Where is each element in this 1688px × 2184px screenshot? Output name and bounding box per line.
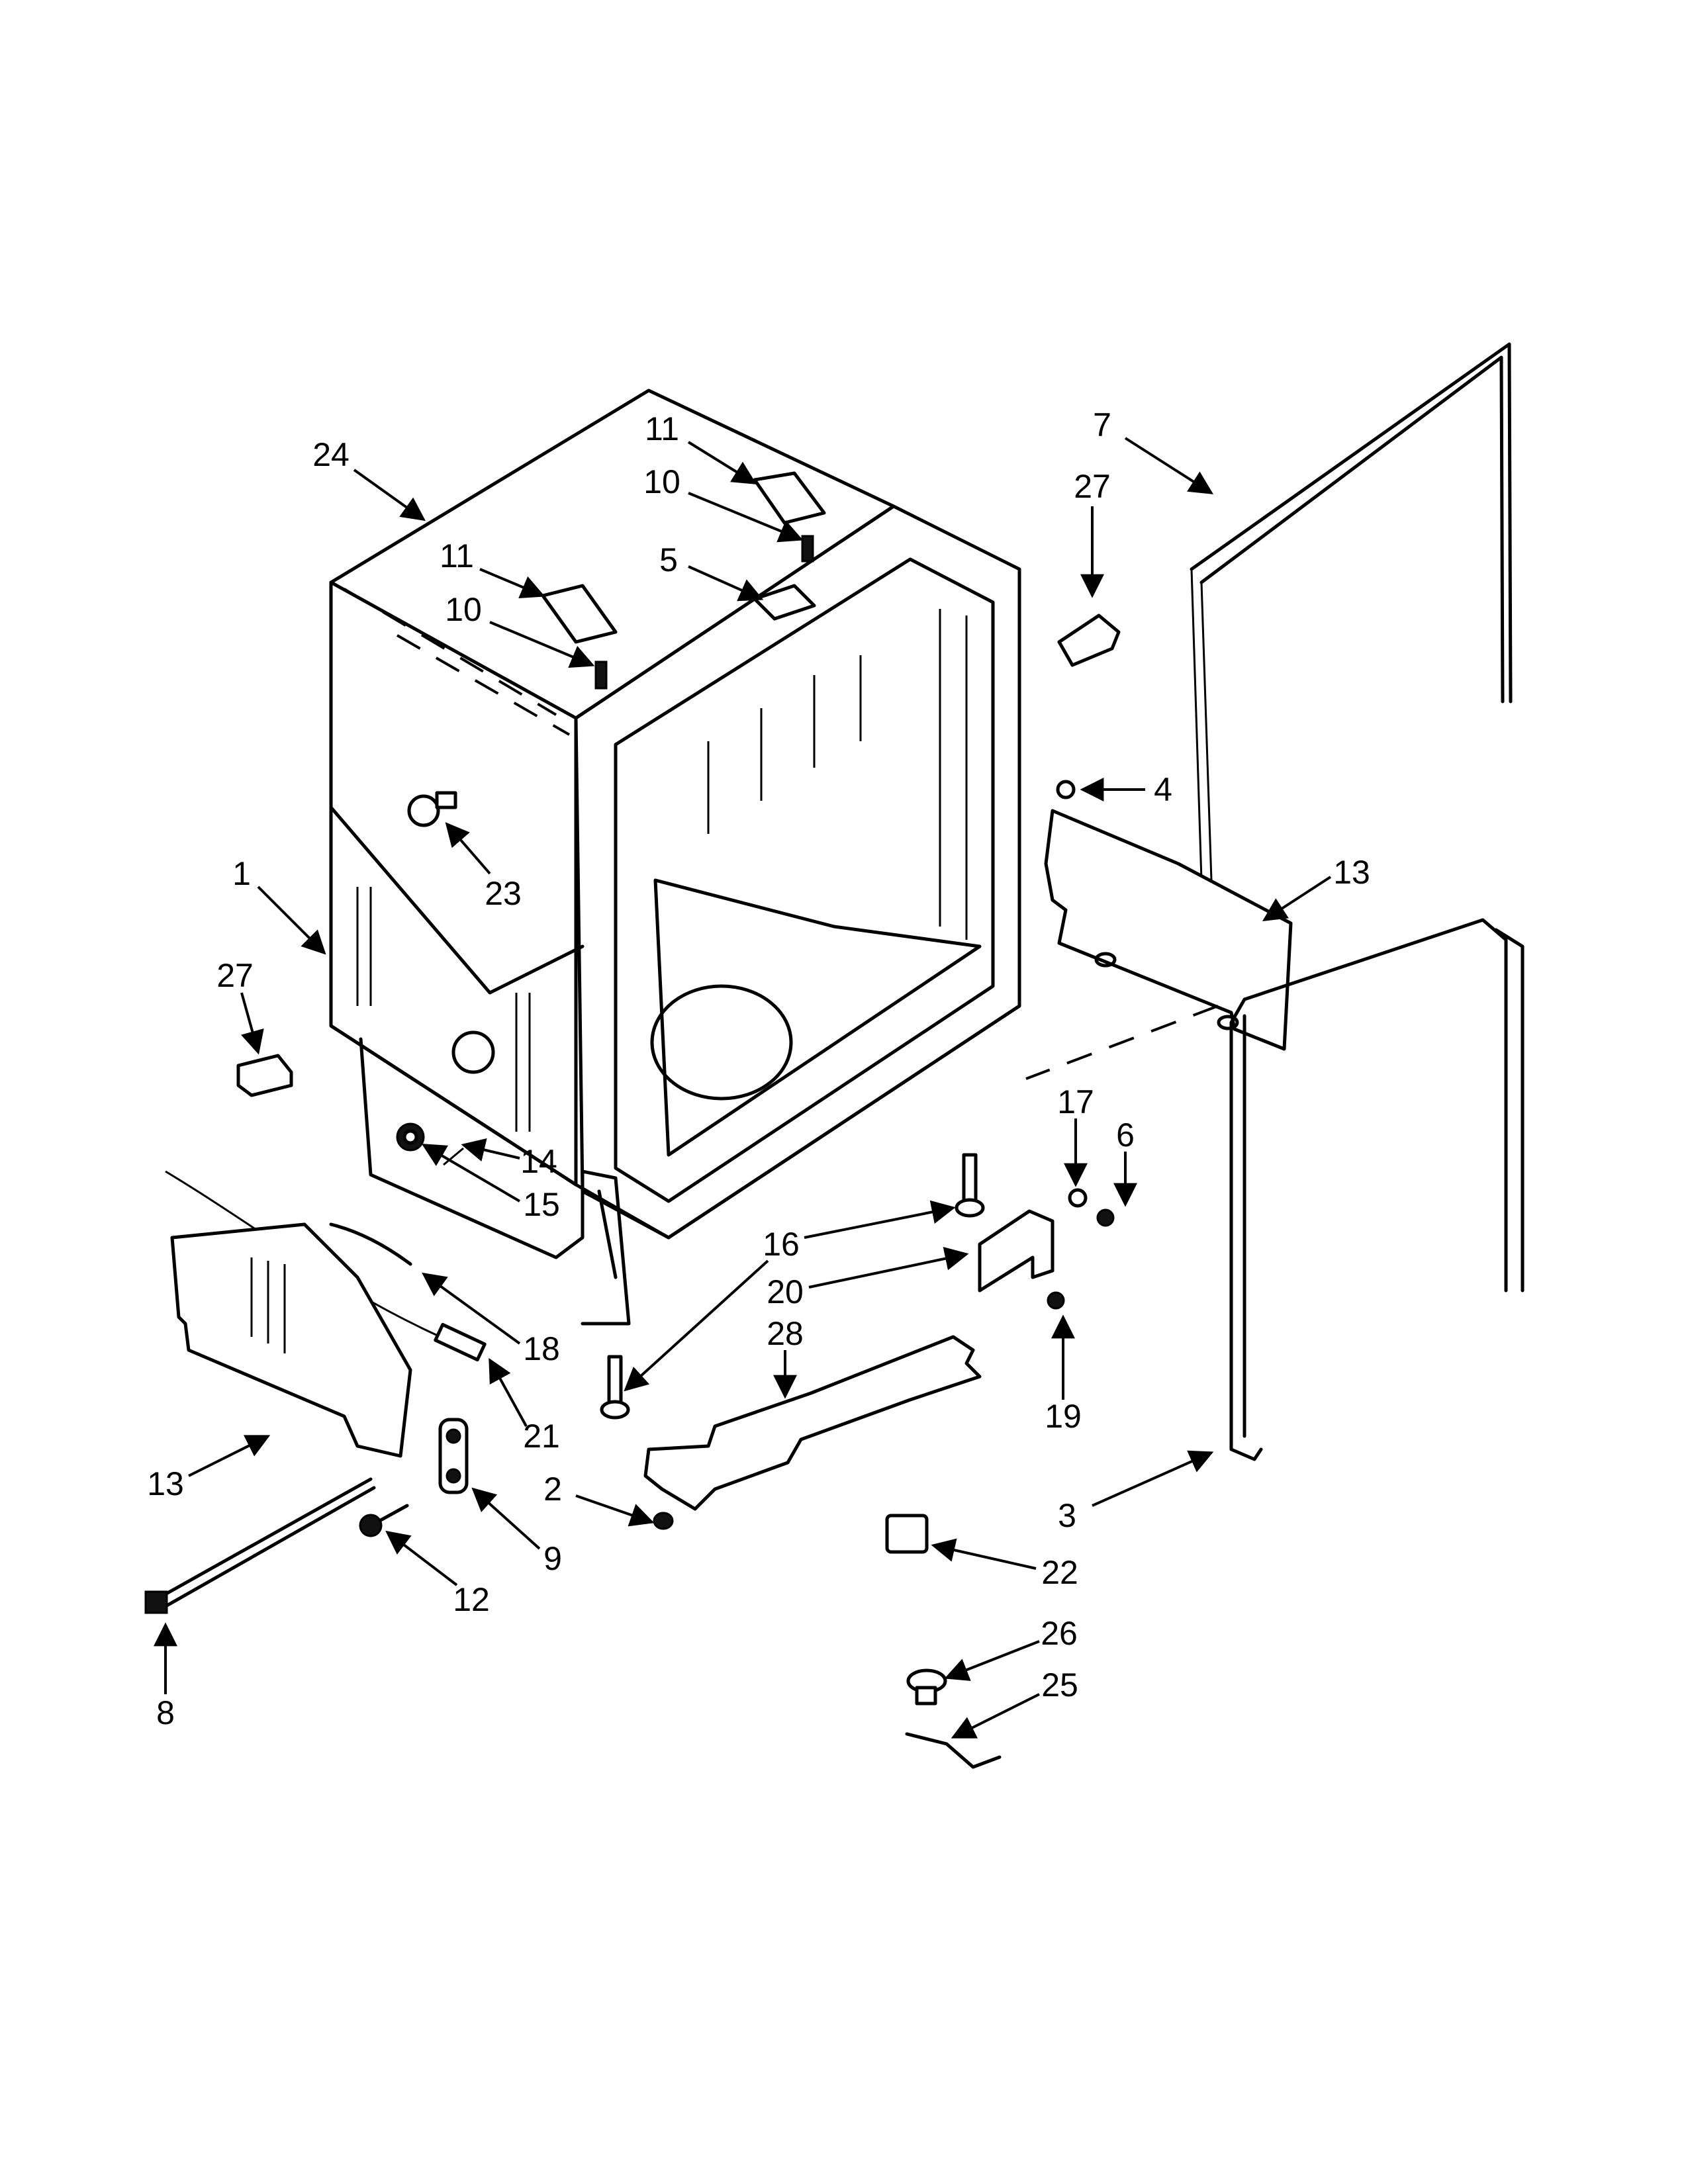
callout-24: 24 bbox=[312, 436, 350, 473]
callout-8: 8 bbox=[156, 1694, 175, 1731]
fastener-push bbox=[653, 1512, 674, 1530]
callout-1: 1 bbox=[232, 855, 251, 892]
callout-26: 26 bbox=[1041, 1615, 1078, 1652]
float-switch bbox=[885, 1514, 929, 1554]
insulation-blanket bbox=[329, 580, 585, 1074]
callout-23: 23 bbox=[485, 875, 522, 912]
callout-27: 27 bbox=[216, 957, 254, 994]
callout-3: 3 bbox=[1058, 1497, 1076, 1534]
mounting-bracket bbox=[978, 1188, 1115, 1310]
callout-20: 20 bbox=[767, 1273, 804, 1310]
callout-22: 22 bbox=[1041, 1554, 1078, 1591]
callout-6: 6 bbox=[1116, 1116, 1135, 1154]
callout-10: 10 bbox=[643, 463, 680, 500]
strike-left bbox=[236, 1054, 293, 1097]
callout-18: 18 bbox=[523, 1330, 560, 1367]
callout-9: 9 bbox=[543, 1540, 562, 1577]
callout-5: 5 bbox=[659, 541, 678, 578]
screw bbox=[359, 1504, 409, 1537]
callout-10: 10 bbox=[445, 591, 482, 628]
sensor-assembly bbox=[905, 1668, 1002, 1769]
door-gasket bbox=[1190, 342, 1513, 704]
leader-lines bbox=[154, 437, 1332, 1739]
callout-2: 2 bbox=[543, 1471, 562, 1508]
callout-13: 13 bbox=[1333, 854, 1370, 891]
hinge-bracket-upper bbox=[753, 471, 826, 563]
callout-25: 25 bbox=[1041, 1666, 1078, 1704]
callout-19: 19 bbox=[1045, 1398, 1082, 1435]
plug bbox=[407, 791, 457, 827]
leveling-leg-rear bbox=[955, 1153, 985, 1218]
bracket-clip bbox=[438, 1418, 469, 1494]
tub bbox=[329, 388, 1021, 1240]
callout-17: 17 bbox=[1057, 1083, 1094, 1120]
leveling-bracket bbox=[359, 1037, 631, 1326]
bumper bbox=[1056, 780, 1076, 799]
cable-tie bbox=[150, 1477, 376, 1610]
spring bbox=[329, 1222, 412, 1266]
tub-gasket bbox=[1229, 918, 1524, 1461]
callout-13: 13 bbox=[147, 1465, 184, 1502]
leveling-leg-front bbox=[600, 1355, 630, 1420]
vent bbox=[753, 584, 816, 621]
base-shield bbox=[643, 1335, 982, 1511]
callout-4: 4 bbox=[1154, 771, 1172, 808]
strike-top bbox=[1057, 614, 1121, 667]
insulation-panel-left bbox=[170, 1222, 412, 1458]
callout-21: 21 bbox=[523, 1418, 560, 1455]
callout-28: 28 bbox=[767, 1315, 804, 1352]
callout-7: 7 bbox=[1093, 406, 1111, 443]
callout-12: 12 bbox=[453, 1581, 490, 1618]
insulation-panel-right bbox=[1044, 809, 1293, 1051]
hinge-bracket-lower bbox=[541, 584, 618, 690]
harness-connector bbox=[434, 1322, 487, 1362]
callout-14: 14 bbox=[520, 1143, 557, 1180]
callout-16: 16 bbox=[763, 1226, 800, 1263]
callout-11: 11 bbox=[440, 537, 474, 574]
callout-15: 15 bbox=[523, 1186, 560, 1223]
callout-27: 27 bbox=[1074, 468, 1111, 505]
callout-11: 11 bbox=[645, 410, 679, 447]
